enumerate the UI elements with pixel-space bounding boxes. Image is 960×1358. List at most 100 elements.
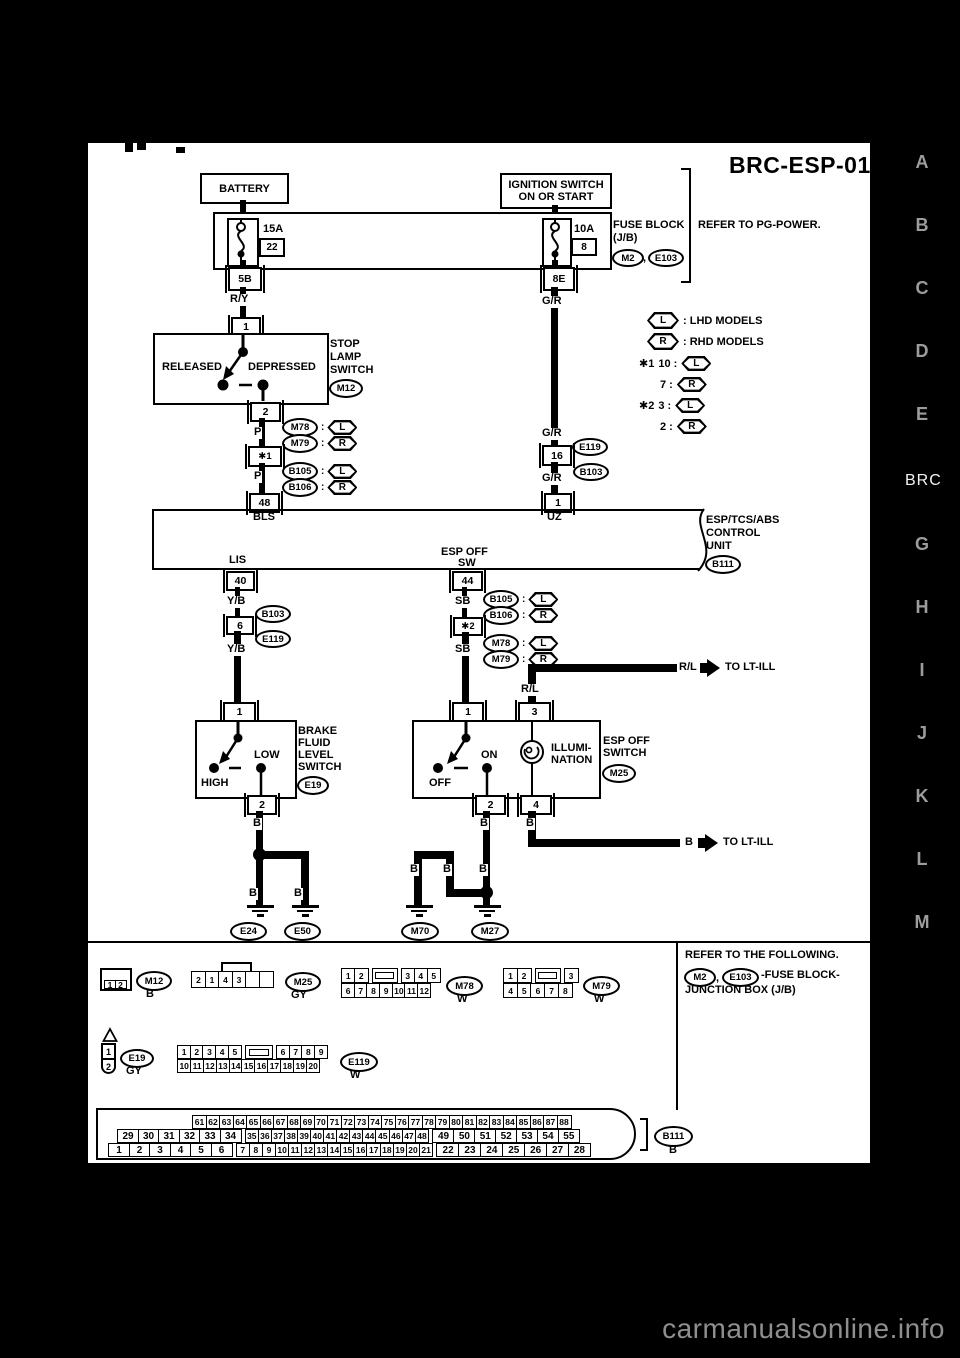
ground-ref-e50: E50 bbox=[284, 922, 321, 941]
off-label: OFF bbox=[429, 777, 451, 789]
terminal-stop-2: 2 bbox=[247, 400, 284, 424]
ref-m78-l: M78:L bbox=[282, 418, 358, 437]
connector-ref-m2: M2 bbox=[684, 968, 716, 987]
e119-label: E119 bbox=[579, 441, 601, 453]
b103-label: B103 bbox=[261, 608, 285, 620]
ecu-name-3: UNIT bbox=[706, 540, 732, 552]
wire-color-yb: Y/B bbox=[226, 595, 247, 608]
to-lt-ill-label: TO LT-ILL bbox=[725, 661, 776, 673]
pin-cell: 33 bbox=[199, 1129, 221, 1143]
fuse-2-amp: 10A bbox=[574, 223, 595, 235]
pin-cell: 23 bbox=[458, 1143, 482, 1157]
pin-cell: 52 bbox=[494, 1129, 518, 1143]
colon: : bbox=[522, 654, 526, 665]
pin-cell: 20 bbox=[305, 1059, 321, 1073]
legend-star2-l: ✱2 3 : L bbox=[639, 398, 706, 413]
wire-sb-segment bbox=[462, 632, 469, 702]
e19-label: E19 bbox=[304, 780, 322, 791]
pin-group: 3 bbox=[563, 968, 579, 983]
connector-color-e119: W bbox=[350, 1069, 361, 1081]
sidebar-letter-m: M bbox=[914, 912, 930, 932]
pin-cell bbox=[244, 1045, 273, 1059]
hex-r-label: R bbox=[688, 379, 696, 390]
e119-label: E119 bbox=[262, 633, 284, 645]
brake-switch-name-1: BRAKE bbox=[298, 725, 338, 737]
pin-cell: 2 bbox=[516, 968, 532, 983]
comma: , bbox=[716, 972, 720, 984]
hexagon-l: L bbox=[327, 420, 358, 435]
connector-key bbox=[371, 968, 398, 983]
colon: : bbox=[522, 594, 526, 605]
connector-ref-e103: E103 bbox=[722, 968, 759, 987]
hex-l-label: L bbox=[339, 466, 346, 477]
terminal-48: 48 bbox=[246, 491, 283, 515]
terminal-esp-1: 1 bbox=[449, 700, 487, 724]
connector-ref-b111: B111 bbox=[654, 1126, 693, 1147]
high-label: HIGH bbox=[201, 777, 229, 789]
terminal-48-label: 48 bbox=[258, 497, 271, 509]
connector-ref-m79: M79 bbox=[583, 976, 620, 996]
rhd-hex-label: R bbox=[659, 336, 667, 347]
hexagon-l: L bbox=[681, 356, 712, 371]
sidebar-letter-h: H bbox=[915, 597, 929, 617]
connector-color-m25: GY bbox=[291, 989, 307, 1001]
m78-label: M78 bbox=[455, 980, 474, 992]
ref-b105-l: B105:L bbox=[483, 590, 559, 609]
pin-cell: 43 bbox=[349, 1129, 364, 1143]
lhd-hex-label: L bbox=[659, 315, 667, 326]
terminal-star2-label: ✱2 bbox=[461, 621, 475, 632]
ecu-top-edge bbox=[152, 509, 704, 511]
connector-ref-e19: E19 bbox=[120, 1049, 154, 1068]
pin-cell: 85 bbox=[516, 1115, 531, 1129]
pin-cell: 50 bbox=[453, 1129, 476, 1143]
wire-color-rl: R/L bbox=[520, 683, 540, 696]
stop-lamp-name-3: SWITCH bbox=[330, 364, 374, 376]
pin-cell: 3 bbox=[149, 1143, 171, 1157]
colon: : bbox=[522, 638, 526, 649]
pin-cell: 83 bbox=[489, 1115, 504, 1129]
on-label: ON bbox=[481, 749, 498, 761]
star1-l-value: 10 : bbox=[658, 357, 678, 370]
hexagon-r: R bbox=[528, 608, 559, 623]
section-divider-vertical bbox=[676, 943, 678, 1110]
comma: , bbox=[643, 252, 647, 264]
pin-cell: 8 bbox=[366, 983, 381, 998]
sidebar-letter-d: D bbox=[915, 341, 929, 361]
illumination-label-2: NATION bbox=[551, 754, 593, 766]
battery-label: BATTERY bbox=[219, 182, 270, 195]
ecu-pin-lis: LIS bbox=[229, 554, 247, 566]
hexagon-r: R bbox=[676, 419, 707, 434]
terminal-brake-2-label: 2 bbox=[259, 799, 265, 811]
m70-label: M70 bbox=[410, 926, 430, 937]
wire-color-p: P bbox=[253, 470, 263, 483]
ground-icon bbox=[405, 905, 433, 919]
hex-l-label: L bbox=[687, 400, 694, 411]
colon: : bbox=[522, 610, 526, 621]
hex-r-label: R bbox=[539, 610, 547, 621]
ground-icon bbox=[473, 905, 501, 919]
wire-color-b: B bbox=[479, 817, 489, 830]
connector-ref-m2: M2 bbox=[612, 249, 644, 267]
wire-rl-segment bbox=[528, 664, 536, 702]
terminal-8e: 8E bbox=[540, 265, 578, 293]
e103-label: E103 bbox=[654, 252, 678, 264]
pin-cell: 25 bbox=[502, 1143, 526, 1157]
terminal-16-label: 16 bbox=[551, 449, 563, 462]
arrow-right-icon bbox=[705, 834, 718, 852]
star2-label: ✱2 bbox=[639, 400, 655, 412]
wire-b-segment bbox=[301, 851, 309, 905]
wire-color-ry: R/Y bbox=[229, 293, 250, 306]
ecu-pin-uz: UZ bbox=[547, 511, 562, 523]
connector-key bbox=[534, 968, 561, 983]
pin-cell: 5 bbox=[516, 983, 532, 998]
wire-b-segment bbox=[414, 851, 422, 905]
arrow-tail bbox=[698, 838, 705, 848]
switch-symbol bbox=[217, 333, 269, 401]
pin-cell: 2 bbox=[128, 1143, 151, 1157]
connector-color-m79: W bbox=[594, 993, 605, 1005]
fuse-2-number: 8 bbox=[571, 238, 597, 256]
